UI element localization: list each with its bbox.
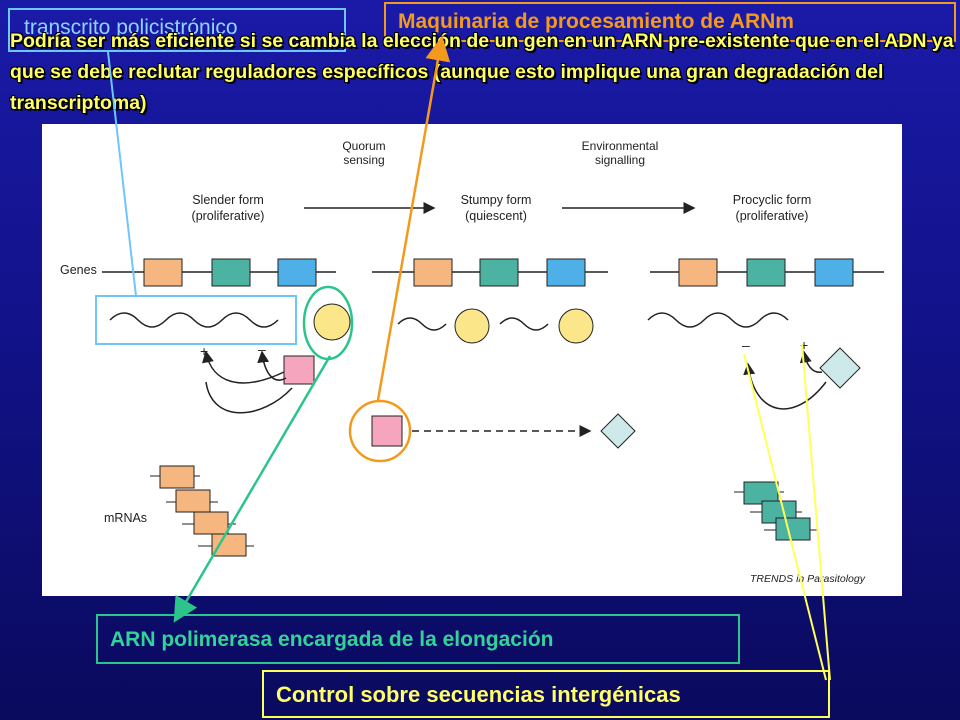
gene-blue-2	[546, 258, 586, 287]
gene-blue-3	[814, 258, 854, 287]
machinery-label: Maquinaria de procesamiento de ARNm	[384, 2, 956, 42]
signal2-line2: signalling	[595, 153, 645, 167]
machinery-highlight	[348, 399, 412, 463]
plus-sign-1: +	[200, 343, 208, 359]
figure-panel: Quorum sensing Environmental signalling …	[42, 124, 902, 596]
polymerase-circle-1	[313, 303, 351, 341]
polymerase-circle-3	[558, 308, 594, 344]
figure-diagram: Quorum sensing Environmental signalling …	[60, 139, 884, 585]
polymerase-label: ARN polimerasa encargada de la elongació…	[96, 614, 740, 664]
gene-orange-1	[143, 258, 183, 287]
minus-sign-1: –	[258, 341, 266, 357]
regulator-arrow-2	[257, 350, 287, 381]
transcript-wave-1	[109, 312, 279, 328]
polymerase-circle-2	[454, 308, 490, 344]
stage1-state: (proliferative)	[192, 209, 265, 223]
minus-sign-3: –	[742, 337, 750, 353]
plus-sign-3: +	[800, 337, 808, 353]
stage2-name: Stumpy form	[461, 193, 532, 207]
transcript-label: transcrito policistrónico	[8, 8, 346, 52]
transcript-connector	[107, 51, 137, 297]
polymerase-highlight	[302, 285, 354, 361]
figure-credit: TRENDS in Parasitology	[750, 573, 866, 585]
signal1-line2: sensing	[343, 153, 384, 167]
stage2-state: (quiescent)	[465, 209, 527, 223]
intergenic-connector-2	[801, 343, 831, 681]
regulator-arrow-4	[799, 350, 823, 373]
genes-label: Genes	[60, 263, 97, 277]
gene-blue-1	[277, 258, 317, 287]
gene-orange-3	[678, 258, 718, 287]
regulator-pink-1	[283, 355, 315, 385]
intergenic-label: Control sobre secuencias intergénicas	[262, 670, 830, 718]
stage3-name: Procyclic form	[733, 193, 811, 207]
transcript-highlight-box	[95, 295, 297, 345]
signal1-line1: Quorum	[342, 139, 385, 153]
transcript-wave-3	[647, 312, 789, 328]
gene-teal-1	[211, 258, 251, 287]
polymerase-connector	[173, 355, 332, 623]
regulator-pink-2	[371, 415, 403, 447]
gene-teal-2	[479, 258, 519, 287]
gene-orange-2	[413, 258, 453, 287]
regulator-diamond-2	[600, 413, 636, 449]
regulator-diamond-3	[819, 347, 861, 389]
transcript-wave-2b	[499, 317, 549, 331]
machinery-connector	[376, 35, 451, 401]
stage1-name: Slender form	[192, 193, 264, 207]
feedback-curve-1	[205, 381, 293, 414]
signal2-line1: Environmental	[582, 139, 659, 153]
intergenic-connector-1	[743, 353, 827, 681]
mrna-stack-orange	[150, 465, 254, 557]
gene-teal-3	[746, 258, 786, 287]
transcript-wave-2a	[397, 317, 447, 331]
mrnas-label: mRNAs	[104, 511, 147, 525]
stage3-state: (proliferative)	[736, 209, 809, 223]
